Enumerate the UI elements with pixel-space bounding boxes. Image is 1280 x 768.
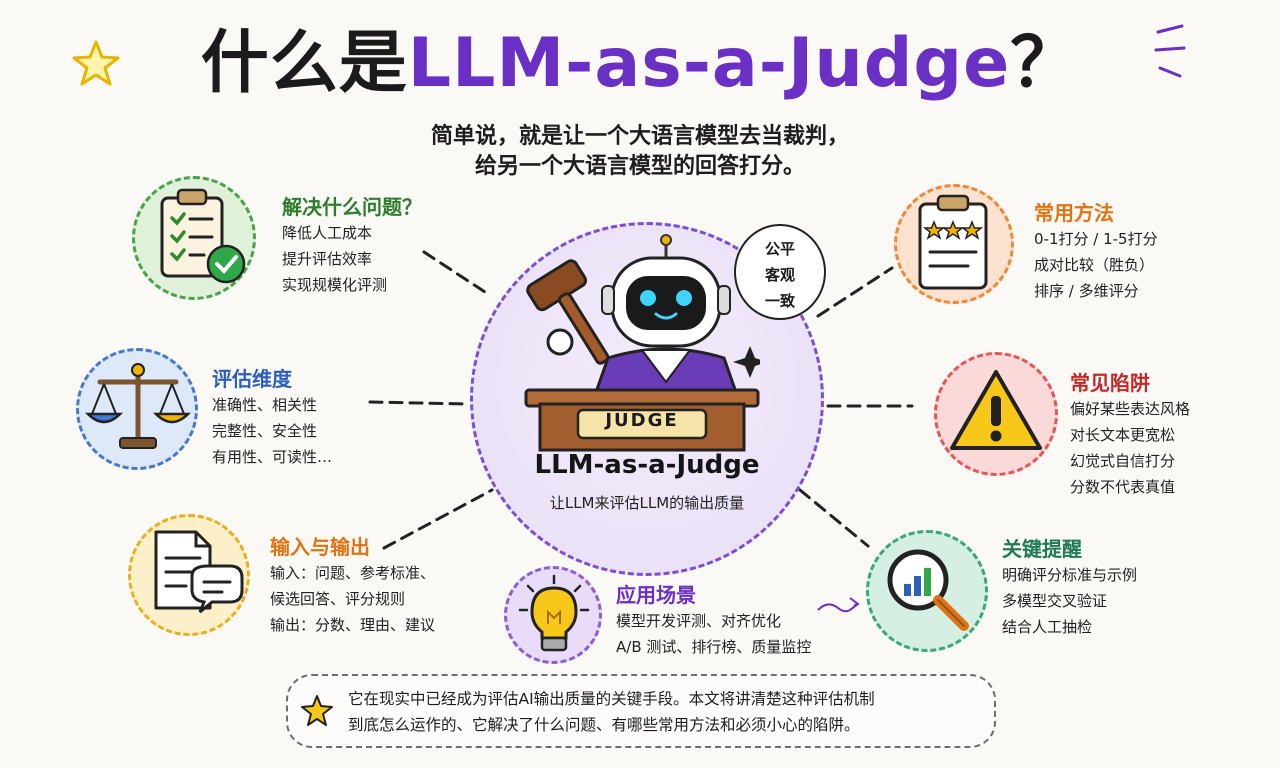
problems-line-3: 实现规模化评测 xyxy=(282,276,388,294)
title-accent: LLM-as-a-Judge xyxy=(407,24,1011,103)
tips-line-1: 明确评分标准与示例 xyxy=(1002,566,1138,584)
pitfalls-line-1: 偏好某些表达风格 xyxy=(1070,400,1191,418)
star-icon xyxy=(301,695,333,726)
subtitle: 简单说，就是让一个大语言模型去当裁判， 给另一个大语言模型的回答打分。 xyxy=(0,122,1280,182)
footer-text: 它在现实中已经成为评估AI输出质量的关键手段。本文将讲清楚这种评估机制 到底怎么… xyxy=(348,686,988,738)
pitfalls-line-4: 分数不代表真值 xyxy=(1070,478,1176,496)
magnifier-chart-icon xyxy=(887,549,969,631)
dimensions-title: 评估维度 xyxy=(212,367,292,391)
methods-line-2: 成对比较（胜负） xyxy=(1034,256,1155,274)
io-line-1: 输入：问题、参考标准、 xyxy=(270,564,436,582)
tips-line-2: 多模型交叉验证 xyxy=(1002,592,1108,610)
footer-line-2: 到底怎么运作的、它解决了什么问题、有哪些常用方法和必须小心的陷阱。 xyxy=(348,716,860,734)
section-pitfalls: 常见陷阱 偏好某些表达风格 对长文本更宽松 幻觉式自信打分 分数不代表真值 xyxy=(1070,370,1190,500)
section-tips: 关键提醒 明确评分标准与示例 多模型交叉验证 结合人工抽检 xyxy=(1002,536,1137,640)
methods-title: 常用方法 xyxy=(1034,201,1114,225)
title-prefix: 什么是 xyxy=(200,24,408,103)
robot-judge-icon xyxy=(524,234,760,452)
dimensions-line-3: 有用性、可读性… xyxy=(212,448,333,466)
dimensions-line-2: 完整性、安全性 xyxy=(212,422,318,440)
tips-line-3: 结合人工抽检 xyxy=(1002,618,1093,636)
io-line-3: 输出：分数、理由、建议 xyxy=(270,616,436,634)
title-suffix: ？ xyxy=(1010,24,1080,103)
footer-line-1: 它在现实中已经成为评估AI输出质量的关键手段。本文将讲清楚这种评估机制 xyxy=(348,690,875,708)
document-chat-icon xyxy=(154,530,244,614)
footer-box xyxy=(286,674,996,748)
problems-line-2: 提升评估效率 xyxy=(282,250,373,268)
page-title: 什么是LLM-as-a-Judge？ xyxy=(0,22,1280,106)
problems-title: 解决什么问题？ xyxy=(282,195,422,219)
bubble-line-2: 客观 xyxy=(764,266,795,284)
pitfalls-title: 常见陷阱 xyxy=(1070,371,1150,395)
center-name: LLM-as-a-Judge xyxy=(534,450,760,480)
bubble-line-1: 公平 xyxy=(764,240,795,258)
pitfalls-line-3: 幻觉式自信打分 xyxy=(1070,452,1176,470)
io-line-2: 候选回答、评分规则 xyxy=(270,590,406,608)
clipboard-stars-icon xyxy=(918,194,988,290)
tips-title: 关键提醒 xyxy=(1002,537,1082,561)
sparkle-lines-icon xyxy=(1154,24,1186,78)
speech-bubble: 公平 客观 一致 xyxy=(734,224,826,320)
subtitle-line-2: 给另一个大语言模型的回答打分。 xyxy=(474,154,805,179)
section-problems: 解决什么问题？ 降低人工成本 提升评估效率 实现规模化评测 xyxy=(282,194,422,298)
scenarios-line-1: 模型开发评测、对齐优化 xyxy=(616,612,782,630)
io-title: 输入与输出 xyxy=(270,535,370,559)
section-methods: 常用方法 0-1打分 / 1-5打分 成对比较（胜负） 排序 / 多维评分 xyxy=(1034,200,1158,304)
section-io: 输入与输出 输入：问题、参考标准、 候选回答、评分规则 输出：分数、理由、建议 xyxy=(270,534,435,638)
problems-line-1: 降低人工成本 xyxy=(282,224,373,242)
scale-icon xyxy=(84,363,192,449)
bubble-line-3: 一致 xyxy=(764,292,795,310)
methods-line-1: 0-1打分 / 1-5打分 xyxy=(1034,230,1158,248)
judge-badge: JUDGE xyxy=(605,410,679,431)
warning-icon xyxy=(950,370,1042,450)
dimensions-line-1: 准确性、相关性 xyxy=(212,396,318,414)
scenarios-line-2: A/B 测试、排行榜、质量监控 xyxy=(616,638,812,656)
clipboard-check-icon xyxy=(160,188,246,284)
scenarios-title: 应用场景 xyxy=(616,583,696,607)
tips-icon-circle xyxy=(866,530,988,652)
subtitle-line-1: 简单说，就是让一个大语言模型去当裁判， xyxy=(430,124,849,149)
pitfalls-line-2: 对长文本更宽松 xyxy=(1070,426,1176,444)
section-dimensions: 评估维度 准确性、相关性 完整性、安全性 有用性、可读性… xyxy=(212,366,332,470)
center-tagline: 让LLM来评估LLM的输出质量 xyxy=(549,494,745,512)
lightbulb-icon xyxy=(518,574,590,652)
methods-line-3: 排序 / 多维评分 xyxy=(1034,282,1139,300)
section-scenarios: 应用场景 模型开发评测、对齐优化 A/B 测试、排行榜、质量监控 xyxy=(616,582,811,660)
star-icon xyxy=(72,40,120,86)
